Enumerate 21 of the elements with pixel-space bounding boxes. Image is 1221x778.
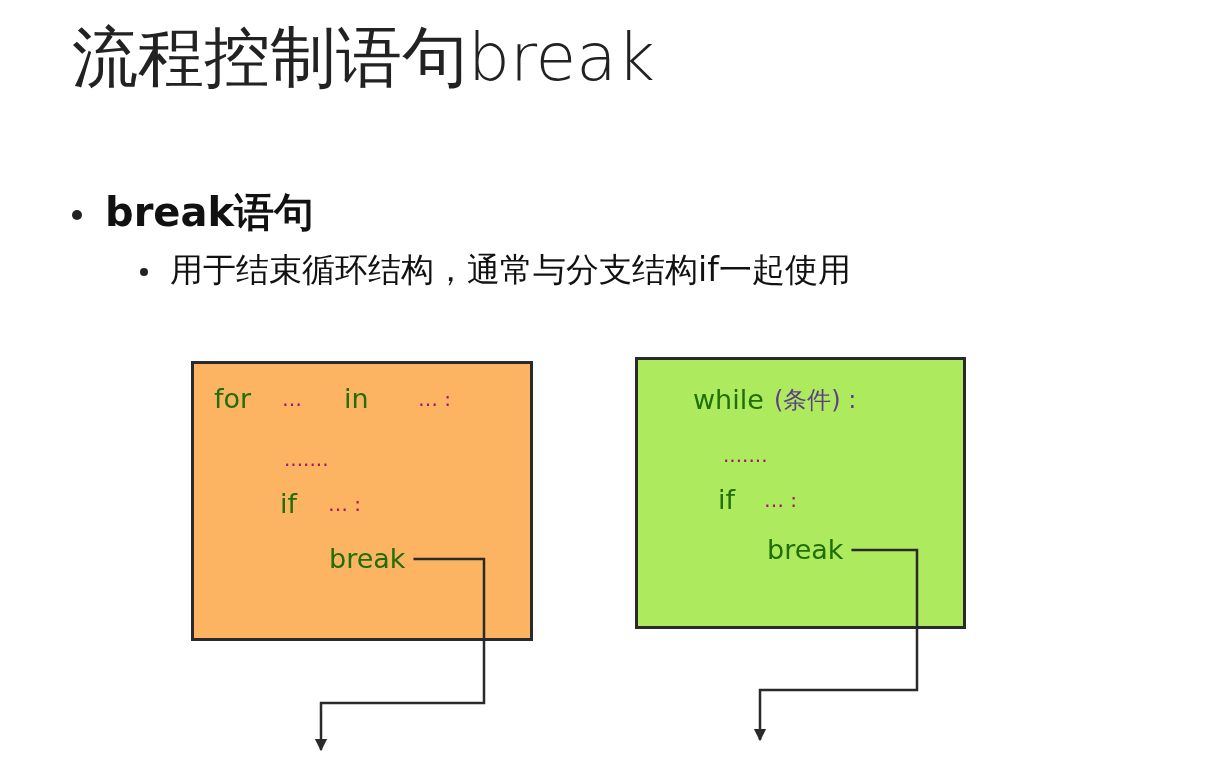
condition-text: (条件) :: [774, 385, 857, 415]
placeholder-dots: … :: [764, 488, 798, 512]
arrow: [314, 557, 486, 752]
code-keyword: in: [344, 382, 369, 416]
slide-title: 流程控制语句break: [72, 22, 655, 95]
code-box: [191, 361, 533, 641]
placeholder-dots: .......: [723, 443, 768, 467]
code-keyword: while: [693, 383, 764, 417]
placeholder-dots: .......: [284, 447, 329, 471]
code-keyword: break: [329, 542, 406, 576]
arrow: [753, 548, 919, 742]
code-keyword: if: [280, 487, 297, 521]
code-keyword: break: [767, 533, 844, 567]
placeholder-dots: … :: [418, 387, 452, 411]
placeholder-dots: …: [282, 387, 302, 411]
code-keyword: for: [214, 382, 252, 416]
bullet-heading: break语句: [105, 188, 315, 236]
placeholder-dots: … :: [328, 492, 362, 516]
code-box: [635, 357, 966, 629]
bullet-text: 用于结束循环结构，通常与分支结构if一起使用: [170, 250, 851, 290]
code-keyword: if: [718, 483, 735, 517]
